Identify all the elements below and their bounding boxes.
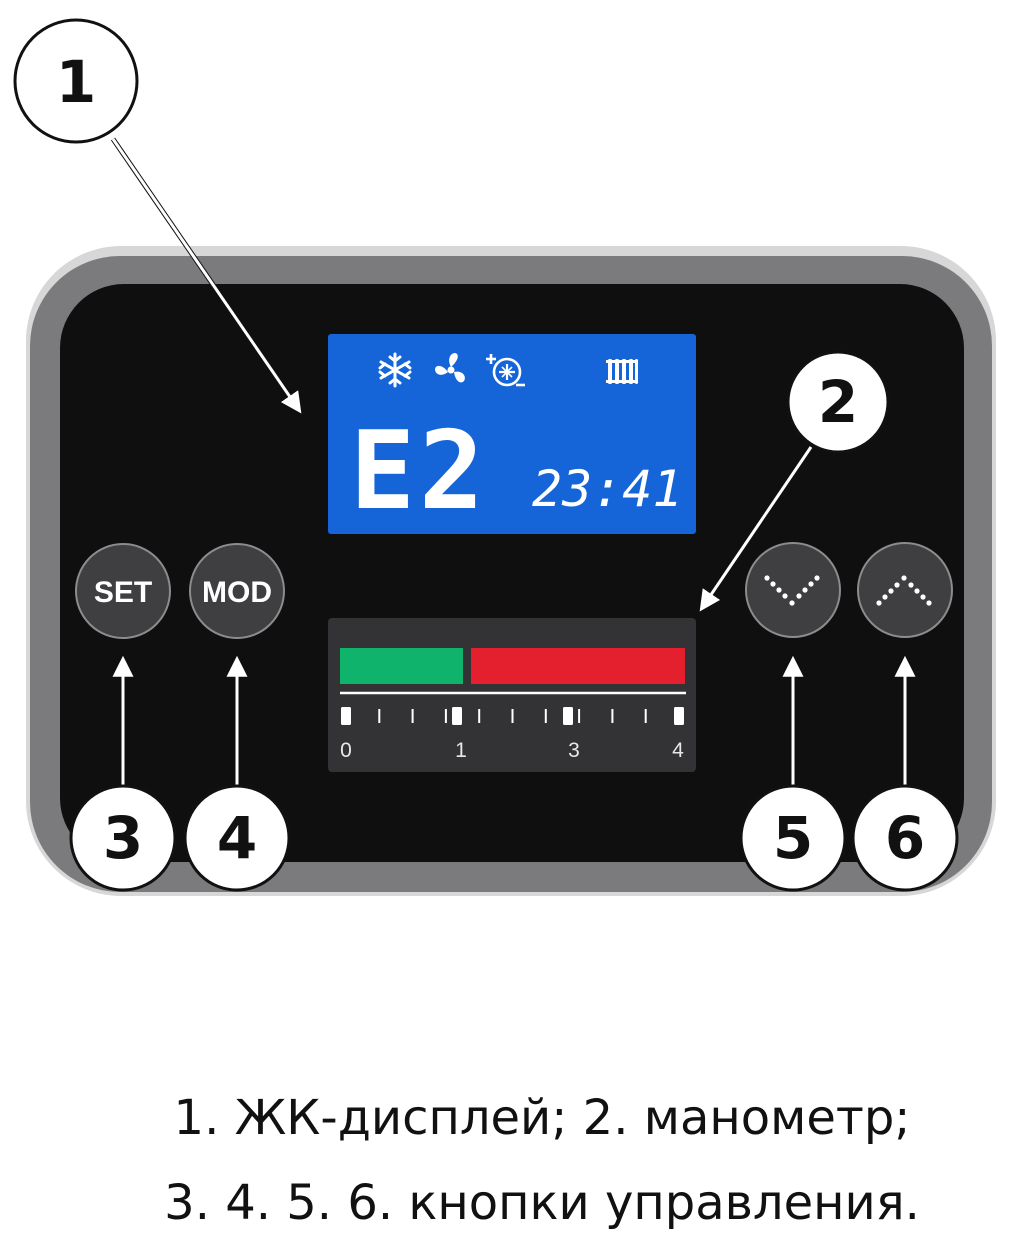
gauge-minor-tick <box>478 709 481 723</box>
caption-line-2: 3. 4. 5. 6. кнопки управления. <box>164 1175 920 1231</box>
callout-5: 5 <box>739 784 847 892</box>
gauge-minor-tick <box>444 709 447 723</box>
gauge-ticks <box>341 707 684 725</box>
gauge-major-tick <box>452 707 462 725</box>
mod-button[interactable]: MOD <box>189 543 285 639</box>
set-button[interactable]: SET <box>75 543 171 639</box>
arrow-to-display <box>111 138 302 414</box>
pump-icon <box>486 354 525 387</box>
callout-4-number: 4 <box>217 804 257 872</box>
callout-3-number: 3 <box>103 804 143 872</box>
chevron-up-icon <box>876 575 932 606</box>
scale-label-1: 1 <box>455 739 467 762</box>
lcd-screen <box>328 334 696 534</box>
callout-5-number: 5 <box>773 804 813 872</box>
gauge-major-tick <box>563 707 573 725</box>
callout-4: 4 <box>183 784 291 892</box>
callout-2-number: 2 <box>818 368 858 436</box>
gauge-minor-tick <box>544 709 547 723</box>
manometer-panel <box>328 618 696 772</box>
set-button-label: SET <box>94 576 152 609</box>
scale-label-0: 0 <box>340 739 352 762</box>
gauge-green-zone <box>340 648 463 684</box>
clock-time: 23:41 <box>532 460 683 518</box>
scale-label-4: 4 <box>672 739 684 762</box>
mod-button-label: MOD <box>202 576 272 609</box>
gauge-major-tick <box>341 707 351 725</box>
front-panel <box>60 284 964 862</box>
pointer-arrows <box>110 137 916 786</box>
manometer: 0 1 3 4 <box>328 618 696 772</box>
arrow-to-manometer <box>699 446 813 612</box>
radiator-icon <box>606 359 638 384</box>
callout-6-number: 6 <box>885 804 925 872</box>
down-button[interactable] <box>745 542 841 638</box>
snowflake-icon <box>378 352 412 388</box>
callout-3: 3 <box>69 784 177 892</box>
chevron-down-icon <box>764 575 820 606</box>
caption-line-1: 1. ЖК-дисплей; 2. манометр; <box>173 1090 911 1146</box>
gauge-minor-tick <box>511 709 514 723</box>
gauge-minor-tick <box>411 709 414 723</box>
lcd-display: E2 23:41 <box>328 334 696 534</box>
callout-2: 2 <box>786 350 890 454</box>
device-housing <box>26 246 996 896</box>
up-button[interactable] <box>857 542 953 638</box>
gauge-minor-tick <box>644 709 647 723</box>
gauge-minor-tick <box>578 709 581 723</box>
fan-icon <box>435 353 465 383</box>
error-code: E2 <box>350 409 488 534</box>
callout-6: 6 <box>851 784 959 892</box>
scale-label-3: 3 <box>568 739 580 762</box>
gauge-minor-tick <box>611 709 614 723</box>
callout-1: 1 <box>13 18 139 144</box>
gauge-red-zone <box>471 648 685 684</box>
gauge-major-tick <box>674 707 684 725</box>
callout-1-number: 1 <box>56 48 96 116</box>
gauge-minor-tick <box>378 709 381 723</box>
